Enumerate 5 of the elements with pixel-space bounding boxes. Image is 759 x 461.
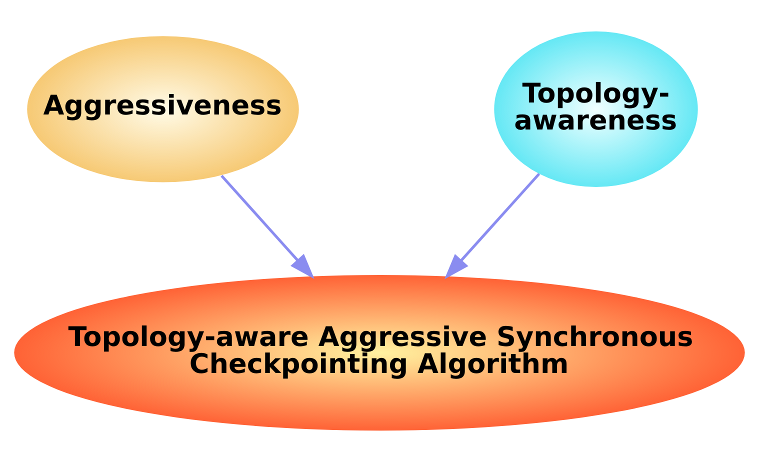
node-ellipse: Topology-aware Aggressive Synchronous Checkpointing Algorithm — [14, 274, 745, 430]
arrow — [220, 174, 314, 279]
arrow — [444, 172, 540, 279]
node-ellipse: Aggressiveness — [27, 36, 299, 182]
node-ellipse: Topology- awareness — [494, 30, 698, 187]
